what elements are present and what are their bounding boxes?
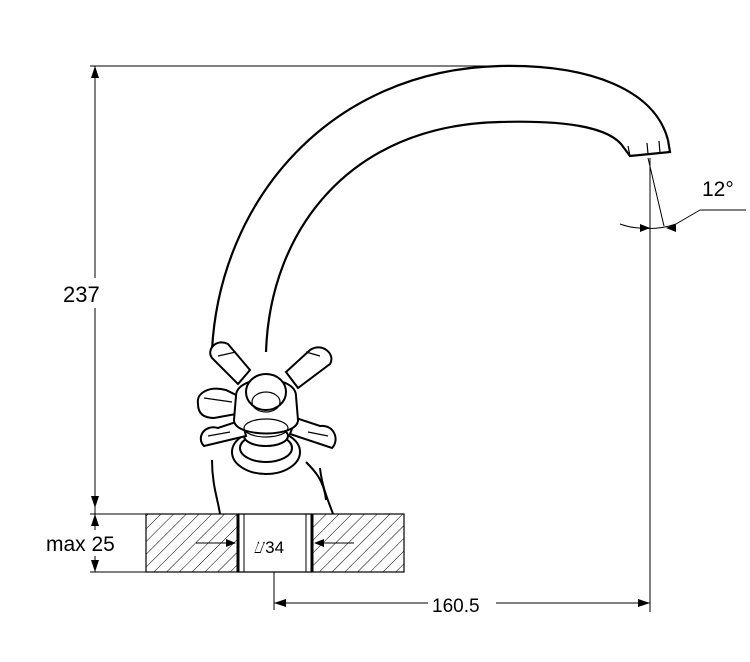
reach-label: 160.5: [432, 596, 480, 617]
aerator-nub: [196, 387, 240, 420]
mounting-hole: [238, 514, 312, 572]
spout-outer-curve: [210, 64, 670, 351]
valve-body: [196, 341, 337, 475]
hole-arrow-left: [196, 539, 236, 547]
dimension-reach: [273, 158, 651, 612]
hole-diameter-label: ⌰34: [254, 538, 284, 557]
height-label: 237: [63, 282, 100, 307]
max-thickness-label: max 25: [46, 533, 115, 556]
spout-inner-curve: [264, 120, 625, 353]
hole-arrow-right: [314, 539, 354, 547]
angle-label: 12°: [702, 178, 734, 201]
dimension-height: [90, 65, 500, 573]
dimension-angle: [619, 157, 746, 232]
cross-handle: [199, 341, 337, 450]
spout: [210, 64, 672, 353]
countertop-section: ⌰34: [145, 513, 405, 573]
faucet-base: [211, 459, 334, 515]
spout-tip: [623, 139, 672, 158]
